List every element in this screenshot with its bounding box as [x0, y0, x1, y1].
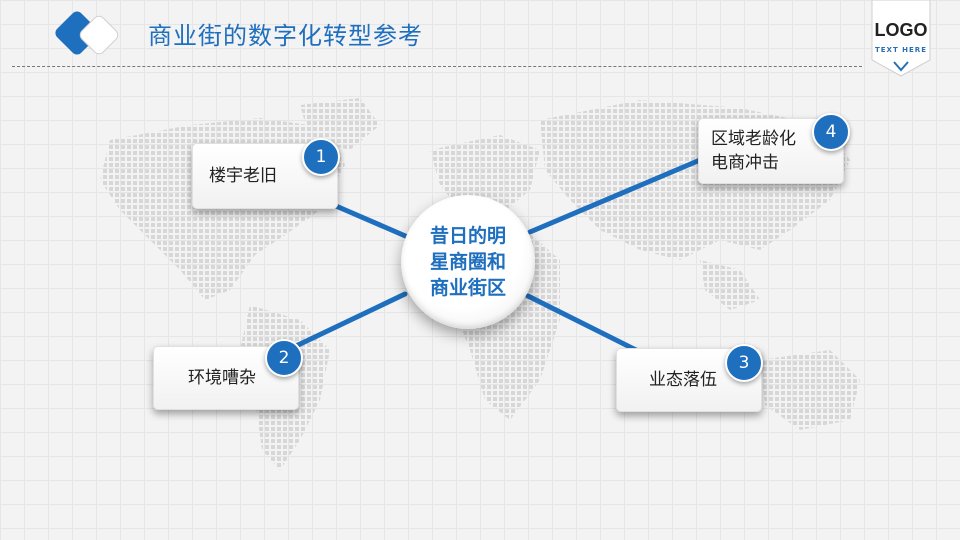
- item-label-4: 区域老龄化电商冲击: [711, 129, 796, 173]
- center-label: 昔日的明星商圈和商业街区: [429, 225, 506, 299]
- connector-3: [525, 293, 643, 355]
- center-circle: 昔日的明星商圈和商业街区: [401, 195, 535, 329]
- logo-subtext: TEXT HERE: [875, 46, 927, 54]
- logo-text: LOGO: [874, 20, 928, 40]
- item-box-1: 楼宇老旧: [192, 143, 338, 209]
- number-badge-2: 2: [265, 339, 303, 377]
- header-diamond-icon: [55, 11, 119, 55]
- connector-2: [293, 291, 408, 349]
- title-divider: [12, 66, 862, 67]
- logo-badge: [871, 0, 931, 77]
- number-badge-4: 4: [812, 113, 850, 151]
- item-label-1: 楼宇老旧: [209, 166, 277, 186]
- page-title: 商业街的数字化转型参考: [148, 22, 423, 50]
- item-label-3: 业态落伍: [649, 370, 717, 390]
- connector-4: [527, 157, 703, 235]
- item-label-2: 环境嘈杂: [188, 368, 256, 388]
- number-badge-3: 3: [725, 344, 763, 382]
- number-badge-1: 1: [302, 138, 340, 176]
- connector-1: [333, 203, 413, 241]
